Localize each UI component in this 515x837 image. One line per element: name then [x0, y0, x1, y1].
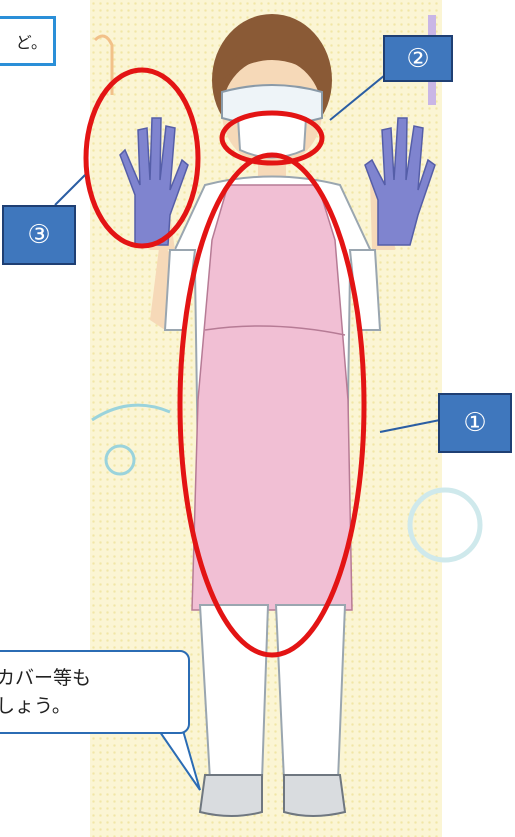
label-1-text: ① — [463, 408, 486, 438]
label-3-gloves: ③ — [2, 205, 76, 265]
left-shoe — [200, 775, 262, 816]
label-1-apron: ① — [438, 393, 512, 453]
apron — [192, 185, 352, 610]
decor-loop — [106, 446, 134, 474]
leader-line-2 — [330, 75, 385, 120]
callout-box: カバー等も しょう。 — [0, 650, 190, 734]
right-shoe — [284, 775, 345, 816]
callout-line-1: カバー等も — [0, 664, 178, 692]
decor-swirl — [92, 405, 170, 420]
label-3-text: ③ — [27, 220, 50, 250]
callout-line-2: しょう。 — [0, 692, 178, 720]
leader-line-3 — [55, 175, 85, 205]
label-2-goggles-mask: ② — [383, 35, 453, 82]
top-note-text: ど。 — [16, 29, 47, 53]
mask — [238, 113, 306, 158]
decor-ring — [410, 490, 480, 560]
leader-line-1 — [380, 420, 440, 432]
label-2-text: ② — [406, 44, 429, 74]
top-note-box: ど。 — [0, 16, 56, 66]
